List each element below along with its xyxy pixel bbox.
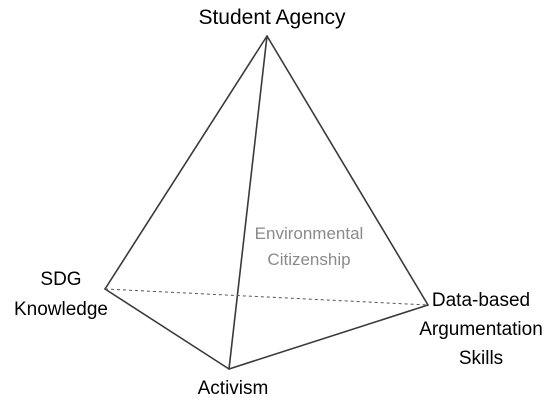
center-label-line1: Environmental (255, 224, 364, 243)
edge-bottom-right (228, 304, 429, 370)
edge-apex-left (104, 35, 268, 290)
vertex-label-data-based-line1: Data-based (432, 290, 530, 311)
edge-apex-right (266, 35, 429, 306)
edge-apex-bottom (228, 35, 268, 370)
edge-hidden-left-right (104, 288, 429, 306)
center-label-line2: Citizenship (267, 250, 350, 269)
edge-left-bottom (104, 288, 230, 370)
vertex-label-activism: Activism (198, 378, 269, 399)
vertex-label-sdg-line2: Knowledge (14, 299, 108, 320)
tetrahedron-edges (104, 35, 429, 370)
vertex-label-student-agency: Student Agency (198, 6, 346, 29)
vertex-label-data-based-line2: Argumentation (419, 319, 543, 340)
vertex-label-sdg-line1: SDG (40, 269, 81, 290)
vertex-label-data-based-line3: Skills (459, 348, 503, 369)
